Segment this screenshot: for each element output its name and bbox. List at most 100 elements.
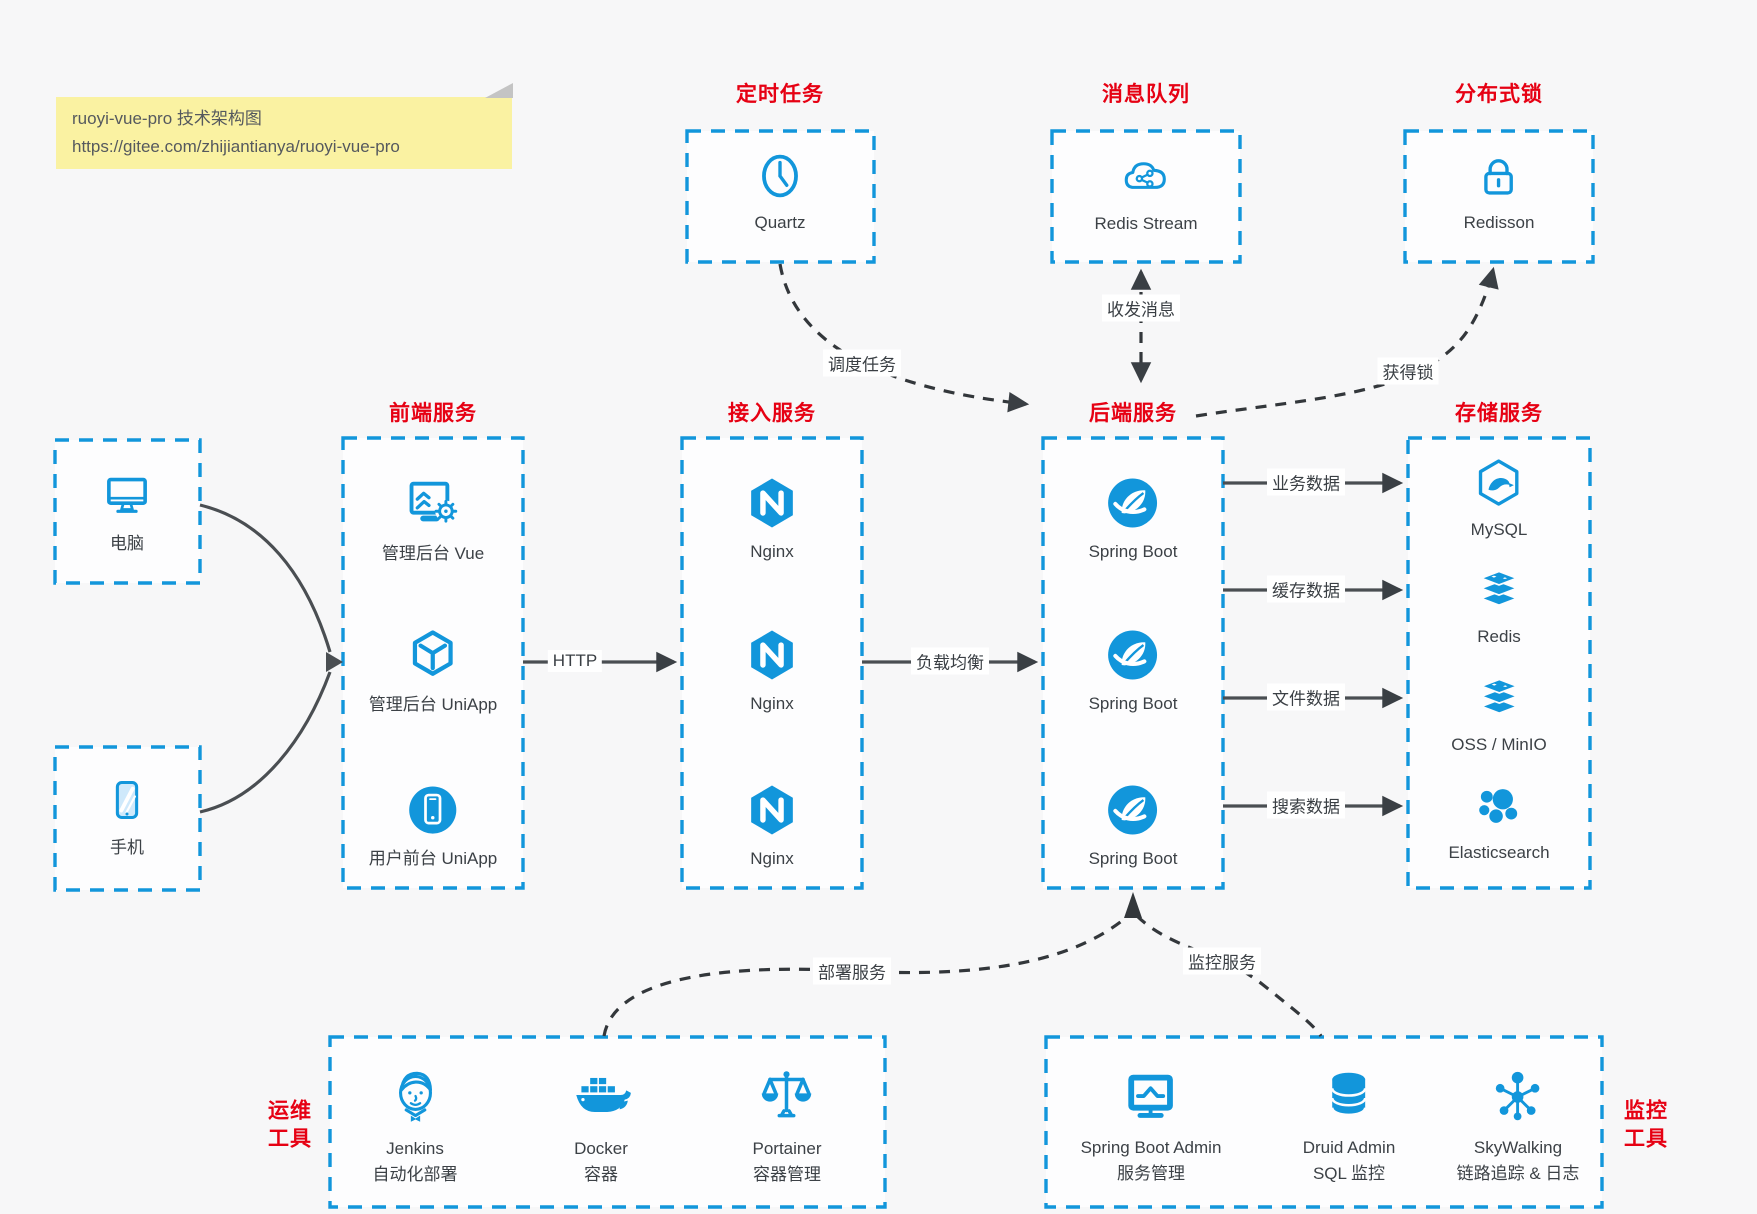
backend-bottom-arrowhead [1124, 892, 1142, 918]
group-box-ops [328, 1035, 887, 1209]
item-label: Elasticsearch [1448, 843, 1550, 862]
item-label: Jenkins [386, 1139, 444, 1158]
item-label: Nginx [750, 542, 794, 561]
item-sublabel: 容器管理 [752, 1164, 821, 1184]
group-title-frontend: 前端服务 [389, 402, 477, 425]
item-label: MySQL [1470, 520, 1528, 539]
edge-label-searchdata: 搜索数据 [1267, 791, 1345, 819]
item-redis-stream: Redis Stream [1094, 148, 1198, 236]
spring-icon [1108, 478, 1158, 528]
item-sublabel: 容器 [584, 1164, 618, 1184]
item-user-uniapp: 用户前台 UniApp [369, 781, 497, 871]
edge-phone-frontend [199, 671, 332, 814]
edge-deploy-line [602, 914, 1130, 1037]
nginx-icon [751, 785, 793, 835]
item-label: Docker [574, 1139, 628, 1158]
elasticsearch-icon [1478, 789, 1517, 823]
item-label: SkyWalking [1473, 1138, 1563, 1157]
edge-label-deploy: 部署服务 [813, 957, 891, 985]
item-pc: 电脑 [98, 466, 156, 556]
padlock-icon [1484, 159, 1514, 195]
item-label: 管理后台 UniApp [368, 695, 498, 714]
item-redisson: Redisson [1464, 149, 1534, 235]
item-mysql: MySQL [1470, 456, 1528, 542]
ops-title-line2: 工具 [268, 1127, 312, 1150]
edge-label-bizdata: 业务数据 [1267, 468, 1345, 496]
portainer-icon [762, 1071, 812, 1118]
group-title-backend: 后端服务 [1089, 402, 1177, 425]
item-springboot-1: Spring Boot [1088, 474, 1178, 564]
ops-title-line1: 运维 [268, 1099, 312, 1123]
item-label: 管理后台 Vue [381, 544, 485, 563]
group-box-lock [1403, 129, 1595, 264]
monitoring-title-line1: 监控 [1624, 1099, 1668, 1123]
nginx-icon [751, 478, 793, 528]
item-phone: 手机 [99, 772, 155, 860]
item-label: Redis Stream [1094, 214, 1198, 233]
item-admin-vue: 管理后台 Vue [382, 472, 484, 566]
group-box-mq [1050, 129, 1242, 264]
edge-lock-line [1195, 266, 1499, 418]
edge-label-monitor: 监控服务 [1183, 947, 1261, 975]
item-label: Spring Boot [1088, 542, 1178, 561]
group-title-mq: 消息队列 [1102, 83, 1190, 106]
spring-icon [1108, 785, 1158, 835]
item-nginx-2: Nginx [743, 626, 801, 716]
group-title-lock: 分布式锁 [1455, 83, 1543, 106]
phone-circle-icon [409, 786, 457, 834]
item-springboot-admin: Spring Boot Admin 服务管理 [1080, 1066, 1222, 1183]
edge-label-cachedata: 缓存数据 [1267, 575, 1345, 603]
item-label: Spring Boot Admin [1080, 1138, 1222, 1157]
item-admin-uniapp: 管理后台 UniApp [369, 625, 497, 717]
smartphone-icon [115, 780, 139, 820]
edge-label-schedule: 调度任务 [823, 349, 901, 377]
edge-label-messages: 收发消息 [1102, 294, 1180, 322]
item-redis: Redis [1472, 563, 1526, 649]
item-nginx-3: Nginx [743, 781, 801, 871]
edge-label-filedata: 文件数据 [1267, 683, 1345, 711]
note-title: ruoyi-vue-pro 技术架构图 [72, 109, 262, 128]
group-boxes [53, 129, 1604, 1209]
edge-pc-frontend [199, 503, 332, 653]
group-title-ops: 运维 工具 [268, 1097, 312, 1152]
item-springboot-3: Spring Boot [1088, 781, 1178, 871]
item-label: Nginx [750, 694, 794, 713]
group-box-monitoring [1044, 1035, 1604, 1209]
item-nginx-1: Nginx [743, 474, 801, 564]
monitor-gear-icon [409, 481, 458, 523]
item-label: Spring Boot [1088, 849, 1178, 868]
item-label: Spring Boot [1088, 694, 1178, 713]
redis-icon [1478, 570, 1520, 607]
docker-icon [576, 1077, 631, 1112]
cube-icon [413, 630, 453, 676]
edge-label-lock: 获得锁 [1377, 357, 1439, 385]
item-label: 电脑 [110, 534, 144, 553]
group-title-gateway: 接入服务 [728, 402, 816, 425]
item-portainer: Portainer 容器管理 [752, 1063, 822, 1184]
jenkins-icon [398, 1071, 432, 1122]
stack-icon [1478, 678, 1520, 715]
item-label: 手机 [110, 838, 144, 857]
monitoring-title-line2: 工具 [1624, 1127, 1668, 1150]
item-label: Portainer [752, 1139, 822, 1158]
group-title-scheduler: 定时任务 [736, 83, 824, 106]
mysql-icon [1479, 459, 1519, 506]
note-url: https://gitee.com/zhijiantianya/ruoyi-vu… [72, 136, 400, 156]
item-label: OSS / MinIO [1451, 735, 1547, 754]
item-sublabel: 服务管理 [1117, 1163, 1185, 1183]
item-sublabel: 自动化部署 [372, 1164, 458, 1184]
item-docker: Docker 容器 [568, 1063, 634, 1184]
item-quartz: Quartz [753, 149, 807, 235]
item-jenkins: Jenkins 自动化部署 [373, 1063, 458, 1184]
item-elasticsearch: Elasticsearch [1448, 779, 1550, 865]
druid-icon [1331, 1072, 1367, 1117]
item-label: Quartz [754, 213, 806, 232]
item-springboot-2: Spring Boot [1088, 626, 1178, 716]
item-skywalking: SkyWalking 链路追踪 & 日志 [1457, 1066, 1579, 1183]
item-label: Redis [1477, 627, 1521, 646]
clock-icon [762, 154, 798, 198]
skywalking-icon [1496, 1071, 1540, 1121]
item-druid: Druid Admin SQL 监控 [1303, 1066, 1395, 1183]
edge-monitor-line [1135, 914, 1323, 1037]
group-title-monitoring: 监控 工具 [1624, 1097, 1668, 1152]
